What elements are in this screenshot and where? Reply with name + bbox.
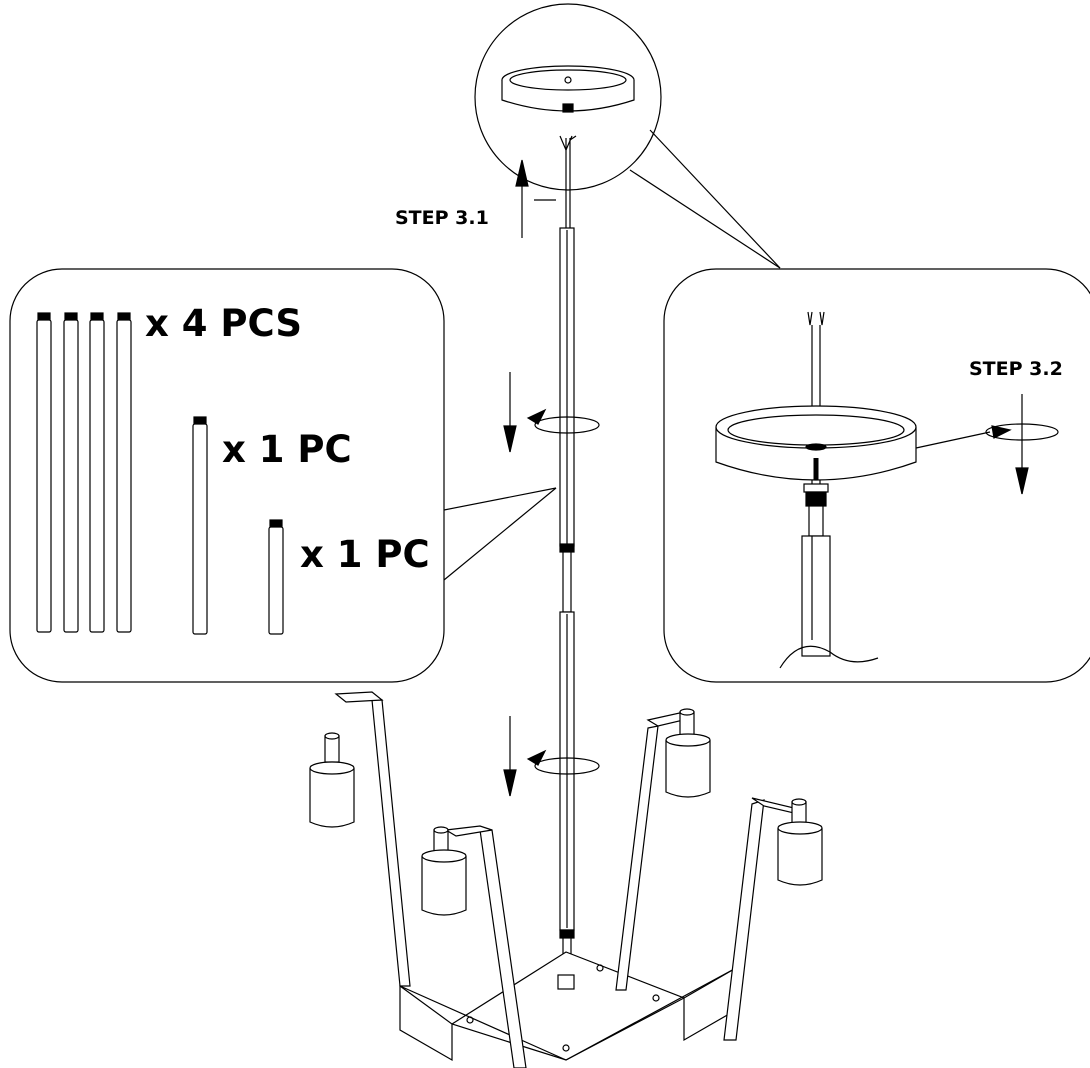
fixture-body: [334, 691, 800, 1068]
long-rods-quantity: x 4 PCS: [145, 302, 302, 345]
step-3-2-label: STEP 3.2: [969, 358, 1063, 380]
lamp-shade-right-back: [665, 708, 711, 798]
step-3-1-label: STEP 3.1: [395, 207, 489, 229]
central-rod: [559, 227, 575, 969]
canopy-mount-panel: [663, 268, 1090, 683]
step-3-1-annotation: STEP 3.1: [395, 159, 556, 238]
rotation-arrow-lower: [503, 716, 600, 797]
long-rods-icon: [36, 312, 132, 633]
lamp-shade-left-front: [421, 826, 467, 916]
short-rod-quantity: x 1 PC: [300, 533, 430, 576]
medium-rod-quantity: x 1 PC: [222, 428, 352, 471]
lamp-shade-right-front: [777, 798, 823, 886]
canopy-detail-circle: [474, 3, 781, 269]
short-rod-icon: [268, 519, 284, 635]
medium-rod-icon: [192, 416, 208, 635]
lamp-shade-left-back: [309, 732, 355, 828]
rotation-arrow-upper: [503, 372, 600, 453]
